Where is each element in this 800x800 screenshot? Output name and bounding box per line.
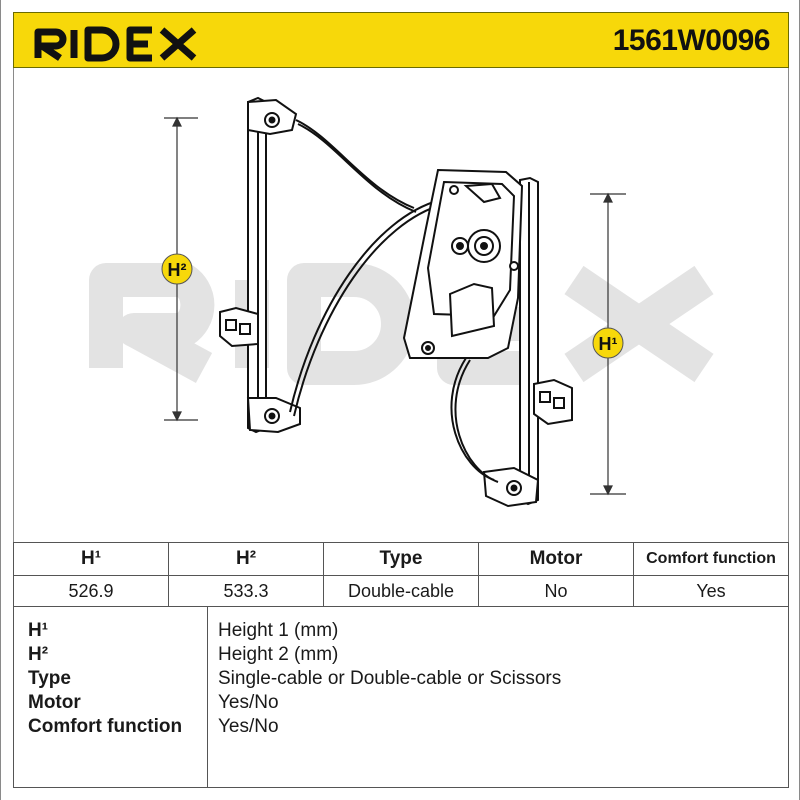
cables [289, 119, 499, 483]
spec-header-h1: H¹ [13, 542, 169, 576]
spec-table-header-row: H¹ H² Type Motor Comfort function [13, 542, 789, 576]
ridex-logo [32, 22, 202, 67]
spec-value-h2: 533.3 [168, 575, 324, 607]
spec-table: H¹ H² Type Motor Comfort function 526.9 … [13, 542, 789, 607]
legend-value: Yes/No [218, 716, 279, 737]
left-guide-rail [219, 96, 301, 434]
spec-header-comfort: Comfort function [633, 542, 789, 576]
window-regulator-drawing: H² H¹ [13, 68, 789, 542]
h2-label: H² [168, 260, 187, 280]
legend-key: Comfort function [28, 716, 183, 737]
h1-badge [592, 327, 624, 359]
spec-header-motor: Motor [478, 542, 634, 576]
spec-value-type: Double-cable [323, 575, 479, 607]
legend-divider [207, 606, 208, 787]
legend-key: H¹ [28, 620, 49, 641]
legend-key: H² [28, 644, 49, 665]
regulator-illustration: H² H¹ [89, 96, 714, 508]
spec-header-type: Type [323, 542, 479, 576]
legend-value: Single-cable or Double-cable or Scissors [218, 668, 562, 689]
legend-key: Type [28, 668, 71, 689]
brand-header: 1561W0096 [13, 12, 789, 68]
ridex-logo-graphic [34, 26, 197, 62]
legend-row-h1: H¹ Height 1 (mm) [14, 620, 790, 644]
spec-value-comfort: Yes [633, 575, 789, 607]
legend-value: Yes/No [218, 692, 279, 713]
legend-value: Height 1 (mm) [218, 620, 339, 641]
legend-key: Motor [28, 692, 81, 713]
spec-value-motor: No [478, 575, 634, 607]
spec-table-value-row: 526.9 533.3 Double-cable No Yes [13, 575, 789, 607]
drum-housing [402, 168, 524, 359]
h1-label: H¹ [599, 334, 618, 354]
legend-row-motor: Motor Yes/No [14, 692, 790, 716]
legend-row-comfort: Comfort function Yes/No [14, 716, 790, 740]
h2-badge [161, 253, 193, 285]
legend-row-h2: H² Height 2 (mm) [14, 644, 790, 668]
part-number: 1561W0096 [612, 24, 771, 57]
legend-box: H¹ Height 1 (mm) H² Height 2 (mm) Type S… [13, 606, 789, 788]
legend-value: Height 2 (mm) [218, 644, 339, 665]
spec-value-h1: 526.9 [13, 575, 169, 607]
legend-row-type: Type Single-cable or Double-cable or Sci… [14, 668, 790, 692]
spec-header-h2: H² [168, 542, 324, 576]
